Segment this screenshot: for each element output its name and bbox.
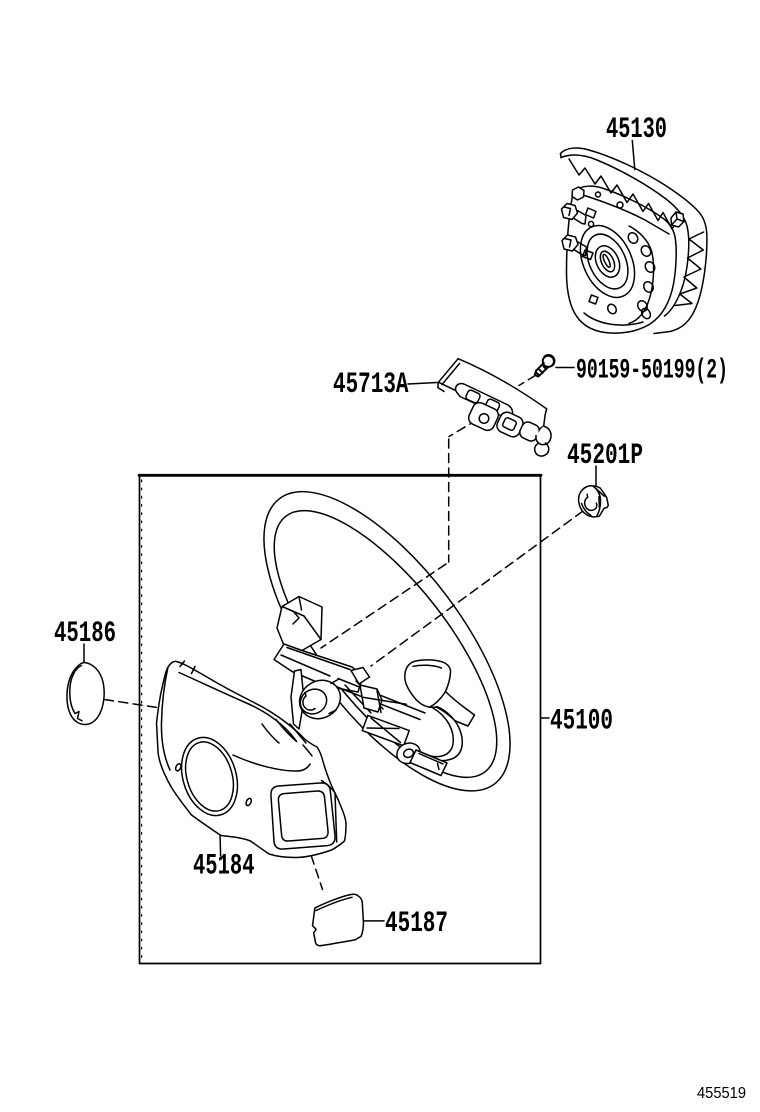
- svg-text:45187: 45187: [385, 907, 448, 941]
- svg-text:45130: 45130: [606, 113, 667, 147]
- svg-text:45713A: 45713A: [333, 368, 409, 402]
- svg-text:90159-50199(2): 90159-50199(2): [576, 356, 728, 387]
- svg-text:45201P: 45201P: [567, 439, 643, 473]
- svg-text:455519: 455519: [697, 1085, 746, 1102]
- svg-text:45186: 45186: [54, 617, 116, 651]
- svg-text:45184: 45184: [193, 850, 255, 884]
- svg-text:45100: 45100: [550, 705, 613, 739]
